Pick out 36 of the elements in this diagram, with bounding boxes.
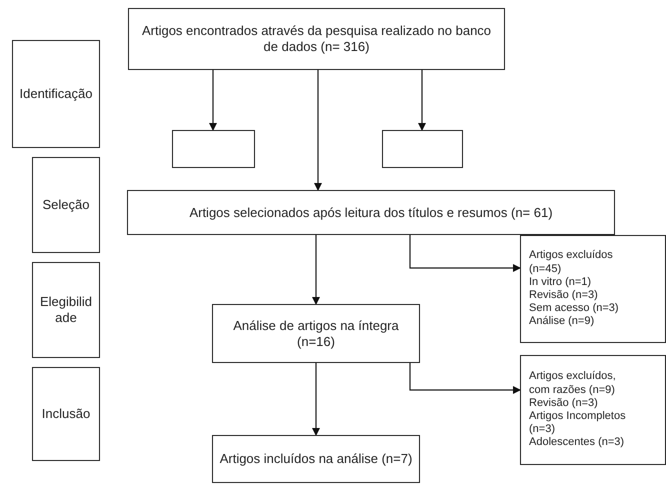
box-text: Revisão (n=3) [529,396,598,410]
process-box [128,8,505,70]
box-text: Artigos excluídos, com razões (n=9) [529,370,617,397]
box-text: Análise (n=9) [529,315,594,329]
box-text: Adolescentes (n=3) [529,436,624,450]
box-text: Artigos incluídos na análise (n=7) [220,451,412,467]
process-box [127,190,615,235]
box-text: In vitro (n=1) [529,276,592,289]
process-box [172,130,255,168]
stage-box [32,367,100,461]
arrow [314,70,322,191]
arrow [209,70,217,131]
box-text: Seleção [42,197,90,213]
arrow [409,363,521,394]
box-text: Análise de artigos na íntegra (n=16) [232,318,400,350]
exclusion-box [520,235,666,343]
box-text: Inclusão [42,406,90,422]
stage-box [32,157,100,253]
exclusion-box [520,355,666,465]
box-text: Elegibilidade [38,294,94,326]
box-text: Identificação [20,86,92,102]
box-text: Artigos Incompletos (n=3) [529,410,627,436]
arrow [418,70,426,131]
arrow [409,235,521,272]
stage-box [12,40,100,148]
box-text: Artigos encontrados através da pesquisa realizado no banco de dados (n= 316) [140,23,492,55]
box-text: Revisão (n=3) [529,289,598,302]
process-box [212,304,420,363]
box-text: Artigos excluídos (n=45) [529,249,614,276]
process-box [382,130,463,168]
process-box [212,435,420,483]
box-text: Artigos selecionados após leitura dos títulos e resumos (n= 61) [189,204,553,220]
arrow [312,235,320,305]
stage-box [32,262,100,358]
arrow [312,363,320,436]
box-text: Sem acesso (n=3) [529,302,619,316]
